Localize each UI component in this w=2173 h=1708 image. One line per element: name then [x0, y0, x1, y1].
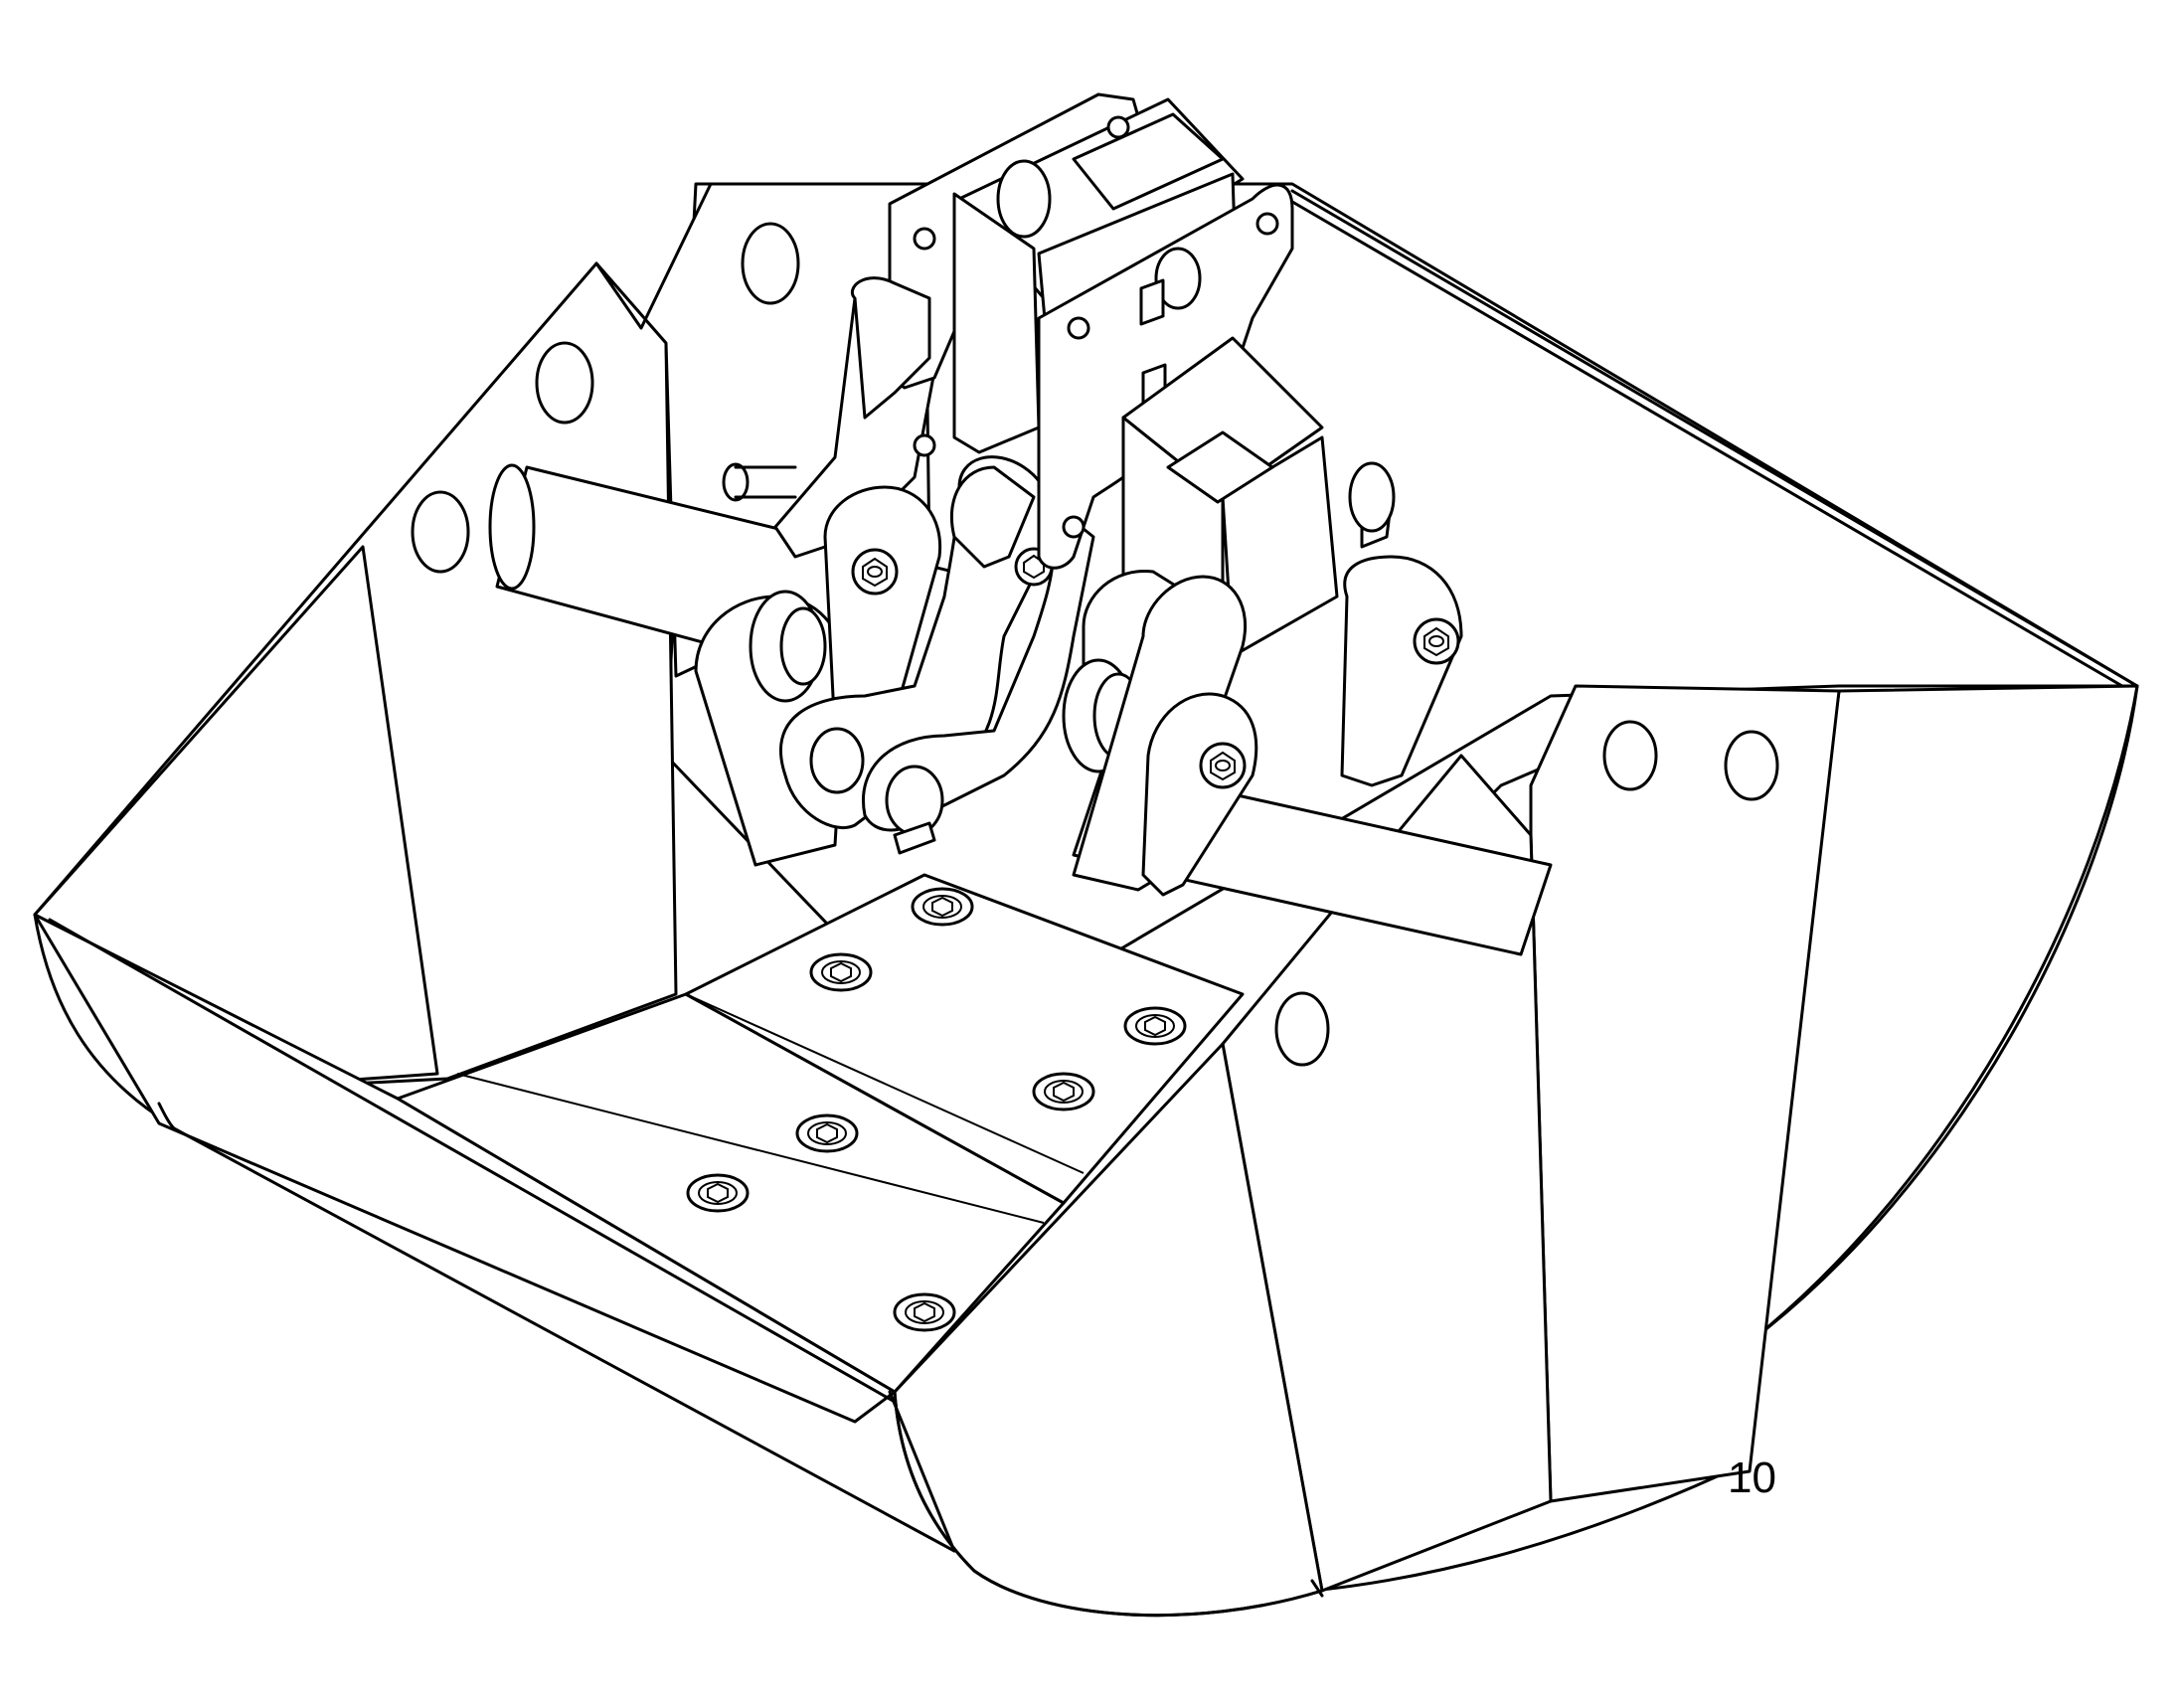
bucket-front-edge — [33, 913, 1324, 1598]
bolt-icon — [1032, 1072, 1095, 1111]
bucket-front-right-curve — [893, 1042, 1324, 1618]
bolt-icon — [686, 1173, 750, 1213]
hole-icon — [535, 341, 594, 425]
floor-bolts — [686, 887, 1187, 1332]
hole-icon — [996, 159, 1052, 239]
right-lug-bracket — [1062, 461, 1463, 897]
hole-icon — [1106, 115, 1130, 139]
bolt-icon — [911, 887, 974, 927]
hole-icon — [1154, 247, 1202, 310]
nut-icon — [851, 548, 899, 596]
bolt-icon — [809, 952, 873, 992]
coupler-right-plate — [1037, 183, 1294, 570]
figure-number: 10 — [1728, 1453, 1776, 1502]
bucket-right-ear-plate — [1221, 684, 1841, 1593]
hole-icon — [1602, 720, 1658, 791]
hole-icon — [741, 222, 800, 305]
bolt-icon — [893, 1292, 956, 1332]
hole-icon — [1255, 212, 1279, 236]
hole-icon — [1274, 991, 1330, 1067]
nut-icon — [1199, 742, 1247, 789]
hole-icon — [1062, 515, 1086, 539]
bolt-icon — [1123, 1006, 1187, 1046]
hole-icon — [411, 490, 470, 574]
hole-icon — [809, 727, 865, 794]
hole-icon — [913, 227, 936, 251]
hole-icon — [885, 765, 944, 836]
hole-icon — [913, 433, 936, 457]
bolt-icon — [795, 1113, 859, 1153]
central-link-plate — [778, 455, 1095, 855]
nut-icon — [1413, 617, 1460, 665]
hole-icon — [1724, 730, 1779, 801]
hole-icon — [1067, 316, 1090, 340]
